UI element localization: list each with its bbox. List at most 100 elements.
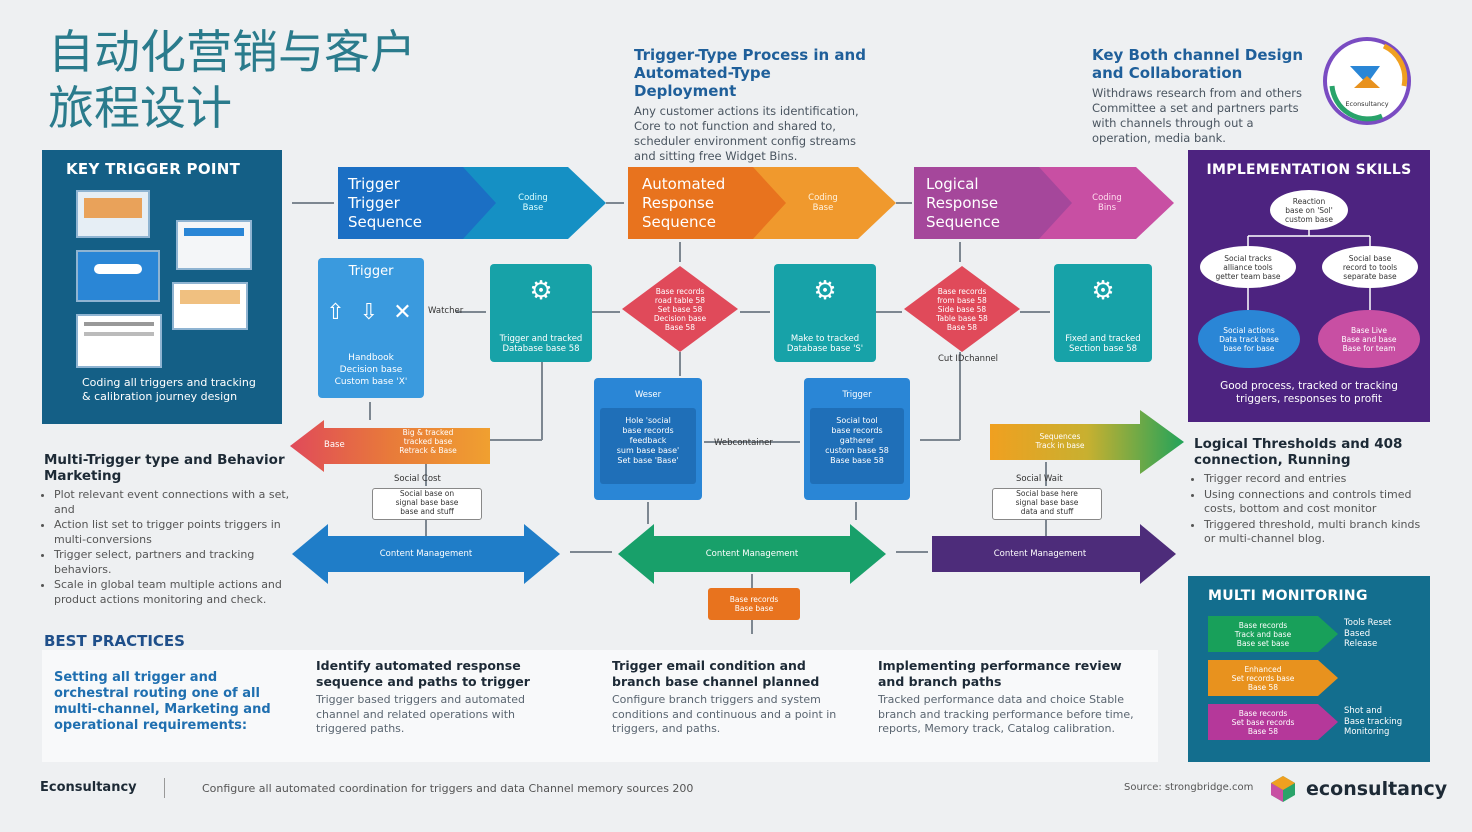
double-arrow-icon (292, 524, 560, 584)
best-practice-body: Configure branch triggers and system con… (612, 693, 837, 735)
right-arrow-icon (932, 524, 1176, 584)
wide-arrow-label: Content Management (379, 549, 473, 559)
webcontainer-label: Webcontainer (714, 438, 773, 448)
list-item: Trigger select, partners and tracking be… (54, 548, 292, 577)
chevron-arrow-icon (914, 167, 1174, 239)
multi-trigger-list: Plot relevant event connections with a s… (44, 488, 292, 607)
note-box: Social base on signal base base base and… (372, 488, 482, 520)
screen-icon (76, 190, 150, 238)
chevron-arrow-icon (628, 167, 896, 239)
note-label: Social Cost (394, 474, 441, 484)
list-item: Plot relevant event connections with a s… (54, 488, 292, 517)
top-arrow-label: Automated Response Sequence (642, 175, 726, 231)
blue-box-title: Weser (634, 390, 662, 400)
monitoring-row-label: Shot and Base tracking Monitoring (1344, 706, 1403, 737)
multi-trigger-block: Multi-Trigger type and Behavior Marketin… (44, 452, 292, 608)
teal-box-caption: Make to tracked Database base 'S' (786, 334, 864, 354)
list-item: Using connections and controls timed cos… (1204, 488, 1434, 517)
screen-icon (76, 250, 160, 302)
teal-box-3: ⚙ Fixed and tracked Section base 58 (1054, 264, 1152, 362)
list-item: Scale in global team multiple actions an… (54, 578, 292, 607)
best-practices-heading: BEST PRACTICES (44, 632, 185, 650)
chevron-arrow-icon (338, 167, 606, 239)
diamond-shape (622, 266, 738, 352)
blue-box-text: Hole 'social base records feedback sum b… (616, 416, 680, 465)
top-arrow-tail: Coding Bins (1092, 193, 1122, 213)
key-trigger-panel: KEY TRIGGER POINT Coding all triggers an… (42, 150, 282, 424)
list-item: Triggered threshold, multi branch kinds … (1204, 518, 1434, 547)
cut-label: Cut IDchannel (938, 354, 999, 364)
blue-box-2: Trigger Social tool base records gathere… (804, 378, 910, 500)
footer-divider (164, 778, 165, 798)
top-arrow-tail: Coding Base (808, 193, 838, 213)
logical-title: Logical Thresholds and 408 connection, R… (1194, 436, 1403, 468)
top-arrow-trigger: Trigger Trigger Sequence Coding Base (338, 167, 606, 239)
header-right-heading: Key Both channel Design and Collaboratio… (1092, 46, 1304, 82)
blue-box-inner: Hole 'social base records feedback sum b… (600, 408, 696, 484)
best-practice-title: Implementing performance review and bran… (878, 658, 1122, 689)
header-center-heading: Trigger-Type Process in and Automated-Ty… (634, 46, 866, 100)
brand-badge: Econsultancy (1322, 36, 1412, 126)
watcher-label: Watcher (428, 306, 464, 316)
trigger-box: Trigger ⇧ ⇩ ✕ Handbook Decision base Cus… (318, 258, 424, 398)
badge-ring-icon (1323, 37, 1411, 125)
trigger-box-caption: Handbook Decision base Custom base 'X' (334, 353, 408, 387)
wide-arrow-3: Content Management (932, 524, 1176, 584)
monitoring-row: Base records Set base records Base 58 (1208, 704, 1338, 740)
multi-trigger-title: Multi-Trigger type and Behavior Marketin… (44, 452, 285, 484)
wide-arrow-label: Content Management (705, 549, 799, 559)
monitoring-row: Enhanced Set records base Base 58 (1208, 660, 1338, 696)
skill-node-blue: Social actions Data track base base for … (1198, 310, 1300, 368)
econsultancy-logo-icon (1268, 774, 1298, 804)
double-arrow-icon (618, 524, 886, 584)
teal-box-1: ⚙ Trigger and tracked Database base 58 (490, 264, 592, 362)
blue-box-text: Social tool base records gatherer custom… (825, 416, 889, 465)
header-right-body: Withdraws research from and others Commi… (1092, 86, 1302, 145)
monitoring-row-label: Tools Reset Based Release (1344, 618, 1392, 649)
blue-box-1: Weser Hole 'social base records feedback… (594, 378, 702, 500)
right-arrow-icon (1208, 660, 1338, 696)
diamond-text: Base records road table 58 Set base 58 D… (653, 286, 707, 332)
mid-arrow-label: Base (324, 440, 345, 450)
best-practice-col: Identify automated response sequence and… (316, 658, 556, 737)
right-arrow-icon (1208, 704, 1338, 740)
right-arrow-icon (990, 410, 1184, 474)
gear-icon: ⚙ (1091, 276, 1115, 306)
screen-icon (76, 314, 162, 368)
note-box: Social base here signal base base data a… (992, 488, 1102, 520)
decision-diamond-2: Base records from base 58 Side base 58 T… (902, 264, 1022, 354)
implementation-caption: Good process, tracked or tracking trigge… (1220, 380, 1398, 405)
trigger-box-title: Trigger (348, 264, 394, 279)
top-arrow-automated: Automated Response Sequence Coding Base (628, 167, 896, 239)
implementation-panel: IMPLEMENTATION SKILLS Reaction base on '… (1188, 150, 1430, 422)
wide-arrow-1: Content Management (292, 524, 560, 584)
arrows-icon: ⇧ ⇩ ✕ (326, 300, 416, 325)
mid-arrow-sub: Big & tracked tracked base Retrack & Bas… (399, 428, 457, 455)
wide-arrow-2: Content Management (618, 524, 886, 584)
gear-icon: ⚙ (529, 276, 553, 306)
list-item: Trigger record and entries (1204, 472, 1434, 487)
monitoring-row-text: Enhanced Set records base Base 58 (1231, 664, 1295, 692)
screens-illustration (76, 190, 256, 370)
header-center-block: Trigger-Type Process in and Automated-Ty… (634, 46, 874, 164)
mid-arrow-sub: Sequences Track in base (1035, 432, 1085, 450)
best-practices-panel: Setting all trigger and orchestral routi… (42, 650, 1158, 762)
best-practice-col: Trigger email condition and branch base … (612, 658, 852, 737)
monitoring-row-text: Base records Track and base Base set bas… (1234, 620, 1292, 648)
footer-brand-right: econsultancy (1306, 778, 1448, 800)
monitoring-row: Base records Track and base Base set bas… (1208, 616, 1338, 652)
implementation-title: IMPLEMENTATION SKILLS (1206, 162, 1412, 178)
best-practice-title: Identify automated response sequence and… (316, 658, 530, 689)
left-arrow-icon (290, 420, 490, 472)
best-practices-lead: Setting all trigger and orchestral routi… (54, 670, 271, 733)
best-practice-body: Trigger based triggers and automated cha… (316, 693, 525, 735)
footer-source: Source: strongbridge.com (1124, 782, 1254, 793)
small-orange-box: Base records Base base (708, 588, 800, 620)
gear-icon: ⚙ (813, 276, 837, 306)
note-label: Social Wait (1016, 474, 1063, 484)
teal-box-caption: Trigger and tracked Database base 58 (499, 334, 583, 354)
page-title: 自动化营销与客户 旅程设计 (48, 25, 416, 135)
top-arrow-label: Logical Response Sequence (926, 175, 1000, 231)
monitoring-title: MULTI MONITORING (1208, 588, 1368, 604)
